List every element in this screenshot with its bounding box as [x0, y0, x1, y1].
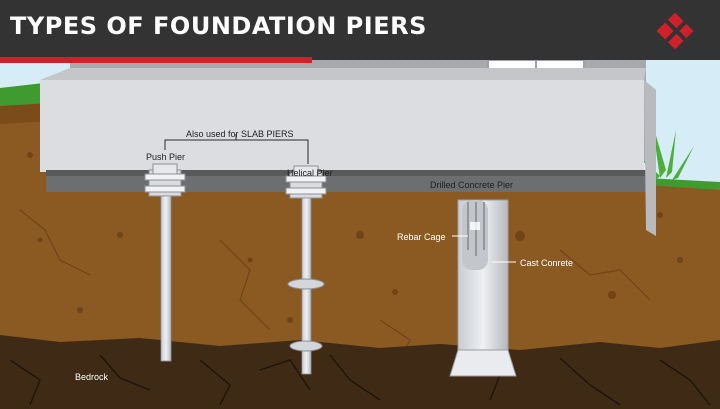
soil-texture [27, 152, 683, 323]
soil [0, 102, 720, 409]
helical-pier [285, 165, 327, 375]
red-diamond-logo-icon [656, 12, 694, 50]
leader-lines [452, 235, 516, 263]
foundation-top [40, 80, 644, 172]
bedrock-label: Bedrock [75, 372, 109, 382]
title-underline [0, 57, 312, 63]
drilled-pier-label: Drilled Concrete Pier [430, 180, 513, 190]
drilled-concrete-pier [449, 199, 517, 377]
push-pier-label: Push Pier [146, 152, 185, 162]
page-title: TYPES OF FOUNDATION PIERS [10, 12, 427, 40]
bedrock [0, 335, 720, 409]
slab-note-label: Also used for SLAB PIERS [186, 129, 294, 139]
rebar-cage-label: Rebar Cage [397, 232, 446, 242]
header-bar: TYPES OF FOUNDATION PIERS [0, 0, 720, 63]
cast-concrete-label: Cast Conrete [520, 258, 573, 268]
bedrock-cracks [9, 354, 711, 406]
soil-cracks [19, 209, 651, 361]
slab-bracket [164, 134, 309, 164]
foundation-cross-section: Also used for SLAB PIERS Push Pier Helic… [0, 60, 720, 409]
push-pier [144, 163, 186, 362]
helical-pier-label: Helical Pier [287, 168, 333, 178]
